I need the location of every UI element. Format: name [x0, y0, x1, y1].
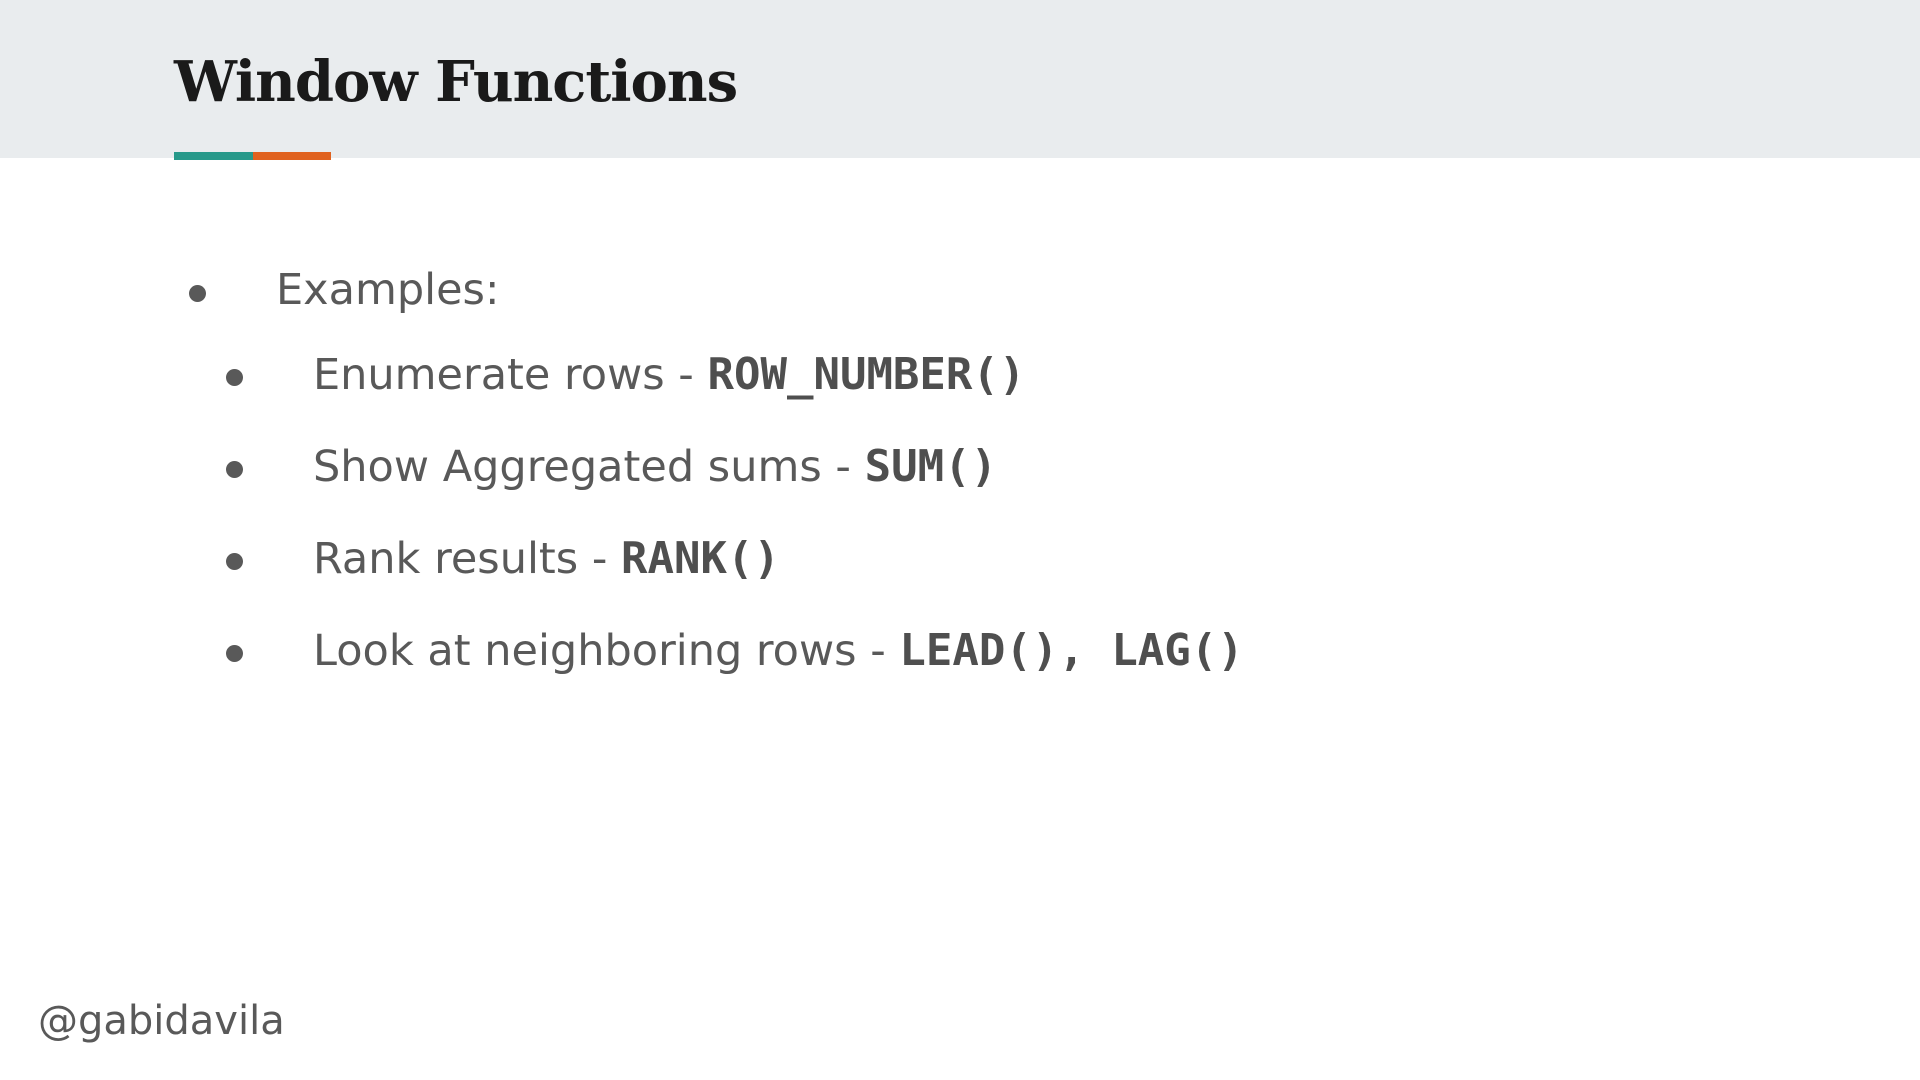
bullet-label: Show Aggregated sums -: [313, 442, 865, 492]
bullet-text: Enumerate rows - ROW_NUMBER(): [313, 347, 1025, 403]
code-snippet: LEAD(), LAG(): [899, 625, 1244, 676]
bullet-text: Show Aggregated sums - SUM(): [313, 439, 997, 495]
bullet-label: Rank results -: [313, 534, 622, 584]
bullet-dot-icon: [189, 285, 206, 302]
bullet-dot-icon: [226, 461, 243, 478]
title-band: [0, 0, 1920, 158]
code-snippet: RANK(): [621, 533, 780, 584]
bullet-text: Rank results - RANK(): [313, 531, 780, 587]
slide-title: Window Functions: [174, 49, 738, 115]
bullet-text: Look at neighboring rows - LEAD(), LAG(): [313, 623, 1244, 679]
code-snippet: SUM(): [864, 441, 998, 492]
bullet-label: Examples:: [276, 265, 500, 315]
bullet-dot-icon: [226, 645, 243, 662]
bullet-label: Look at neighboring rows -: [313, 626, 900, 676]
title-accent-teal: [174, 152, 253, 160]
bullet-dot-icon: [226, 369, 243, 386]
bullet-dot-icon: [226, 553, 243, 570]
title-accent-orange: [253, 152, 331, 160]
code-snippet: ROW_NUMBER(): [707, 349, 1026, 400]
footer-handle: @gabidavila: [38, 998, 285, 1044]
bullet-text: Examples:: [276, 262, 499, 318]
bullet-label: Enumerate rows -: [313, 350, 708, 400]
